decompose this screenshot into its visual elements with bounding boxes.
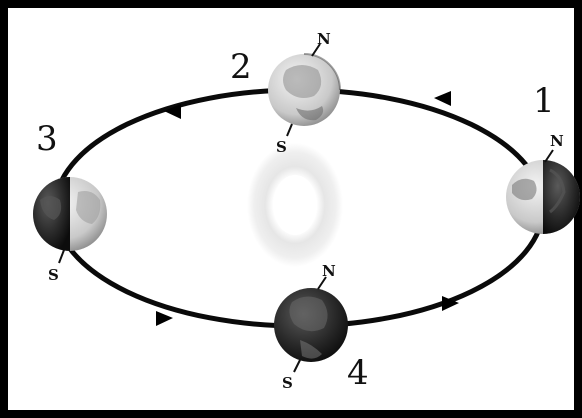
position-label-3: 3	[36, 119, 58, 159]
south-pole-label-4: S	[282, 374, 293, 392]
sun-core	[273, 175, 317, 235]
south-pole-label-3: S	[48, 266, 59, 284]
position-label-1: 1	[533, 81, 555, 121]
south-pole-label-2: S	[276, 138, 287, 156]
position-label-4: 4	[347, 353, 369, 393]
north-pole-label-1: N	[550, 132, 564, 150]
north-pole-label-4: N	[322, 262, 336, 280]
position-label-2: 2	[230, 47, 252, 87]
north-pole-label-2: N	[317, 30, 331, 48]
